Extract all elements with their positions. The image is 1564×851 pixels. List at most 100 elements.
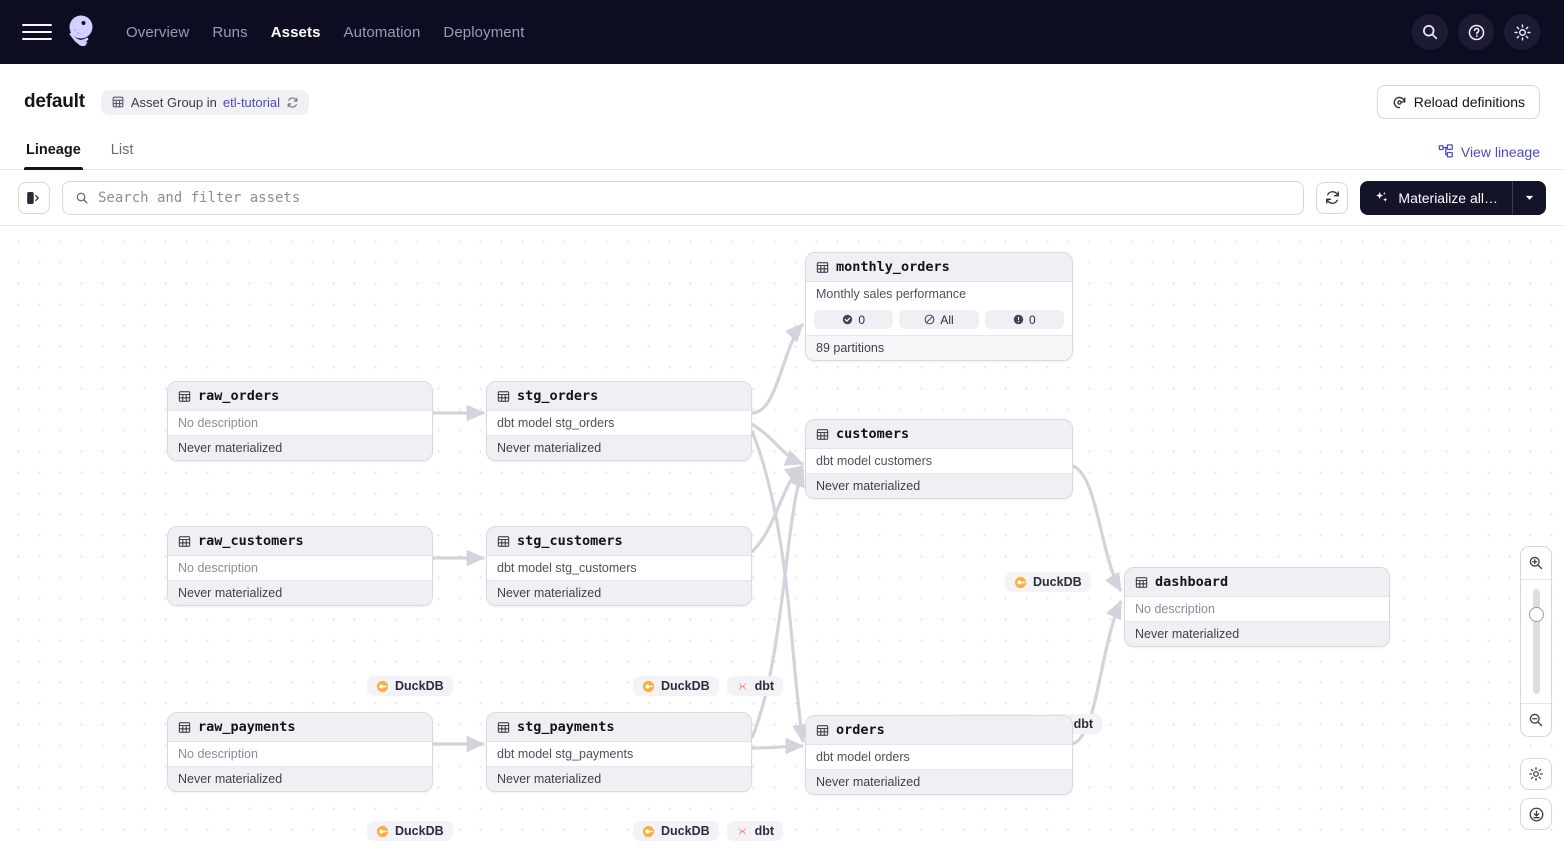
download-graph-button[interactable] — [1520, 798, 1552, 830]
nav-link-overview[interactable]: Overview — [126, 23, 190, 41]
dagster-logo[interactable] — [60, 11, 102, 53]
tab-list[interactable]: List — [110, 142, 134, 158]
materialize-all-label: Materialize all… — [1398, 189, 1498, 206]
asset-node-name: stg_orders — [517, 388, 599, 404]
table-icon — [497, 721, 510, 733]
button-divider — [1512, 180, 1513, 215]
search-icon[interactable] — [1412, 14, 1448, 50]
asset-node-description: dbt model customers — [806, 449, 1072, 473]
tag-duckdb[interactable]: DuckDB — [633, 821, 719, 841]
nav-link-automation[interactable]: Automation — [343, 23, 421, 41]
asset-node-name: orders — [836, 722, 885, 738]
asset-node-status: Never materialized — [806, 769, 1072, 794]
asset-group-chip-link[interactable]: etl-tutorial — [222, 94, 280, 110]
tag-label: dbt — [754, 679, 775, 693]
asset-node-customers[interactable]: customers dbt model customers Never mate… — [805, 419, 1073, 499]
tag-duckdb[interactable]: DuckDB — [367, 821, 453, 841]
partition-status-pills: 0 All 0 — [806, 306, 1072, 335]
panel-toggle-icon[interactable] — [18, 181, 50, 214]
search-icon — [76, 192, 88, 204]
asset-node-status: Never materialized — [487, 580, 751, 605]
asset-node-name: raw_payments — [198, 719, 296, 735]
asset-node-name: stg_customers — [517, 533, 623, 549]
asset-node-title: orders — [806, 716, 1072, 745]
tag-label: dbt — [754, 824, 775, 838]
table-icon — [497, 390, 510, 402]
nav-link-assets[interactable]: Assets — [270, 23, 321, 41]
dbt-icon — [737, 826, 747, 836]
asset-node-status: Never materialized — [1125, 621, 1389, 646]
tag-label: DuckDB — [1033, 575, 1082, 589]
search-input[interactable] — [98, 189, 1292, 206]
reload-definitions-icon — [1393, 96, 1406, 108]
tag-duckdb[interactable]: DuckDB — [633, 676, 719, 696]
asset-node-stg_customers[interactable]: stg_customers dbt model stg_customers Ne… — [486, 526, 752, 606]
table-icon — [1135, 576, 1148, 588]
table-icon — [816, 261, 829, 273]
asset-node-description: No description — [168, 742, 432, 766]
tag-label: DuckDB — [661, 679, 710, 693]
asset-node-title: stg_payments — [487, 713, 751, 742]
search-input-wrapper[interactable] — [62, 180, 1305, 215]
page-title: default — [24, 91, 85, 112]
asset-node-name: monthly_orders — [836, 259, 950, 275]
reload-icon[interactable] — [286, 96, 299, 109]
settings-gear-icon[interactable] — [1504, 14, 1540, 50]
zoom-slider-track — [1532, 589, 1540, 694]
nav-link-deployment[interactable]: Deployment — [443, 23, 525, 41]
chevron-down-icon — [1525, 195, 1534, 200]
duckdb-icon — [376, 825, 389, 837]
asset-tags-stg_customers: DuckDB dbt — [633, 821, 784, 841]
tag-duckdb[interactable]: DuckDB — [1005, 572, 1091, 592]
tag-dbt[interactable]: dbt — [726, 821, 784, 841]
tab-lineage[interactable]: Lineage — [24, 142, 83, 170]
tab-bar: Lineage List View lineage — [0, 126, 1564, 170]
asset-node-raw_customers[interactable]: raw_customers No description Never mater… — [167, 526, 433, 606]
zoom-controls — [1520, 546, 1552, 737]
nav-actions — [1412, 14, 1548, 50]
asset-node-dashboard[interactable]: dashboard No description Never materiali… — [1124, 567, 1390, 647]
help-icon[interactable] — [1458, 14, 1494, 50]
asset-node-stg_payments[interactable]: stg_payments dbt model stg_payments Neve… — [486, 712, 752, 792]
reload-definitions-button[interactable]: Reload definitions — [1376, 85, 1540, 119]
zoom-in-icon[interactable] — [1521, 547, 1551, 579]
materialize-all-button[interactable]: Materialize all… — [1360, 180, 1546, 215]
asset-node-monthly_orders[interactable]: monthly_orders Monthly sales performance… — [805, 252, 1073, 361]
lineage-graph-canvas[interactable]: monthly_orders Monthly sales performance… — [0, 226, 1564, 849]
graph-settings-button[interactable] — [1520, 758, 1552, 790]
slash-circle-icon — [924, 314, 935, 325]
asset-node-description: dbt model stg_customers — [487, 556, 751, 580]
partition-pill-missing[interactable]: All — [899, 310, 979, 329]
asset-node-description: dbt model stg_payments — [487, 742, 751, 766]
hamburger-menu-icon[interactable] — [22, 17, 52, 47]
asset-tags-monthly_orders: DuckDB — [1005, 572, 1091, 592]
zoom-slider[interactable] — [1521, 579, 1551, 704]
asset-node-raw_payments[interactable]: raw_payments No description Never materi… — [167, 712, 433, 792]
nav-link-runs[interactable]: Runs — [212, 23, 248, 41]
table-icon — [178, 721, 191, 733]
partition-pill-failed[interactable]: 0 — [984, 310, 1064, 329]
page-header: default Asset Group in etl-tutorial Relo… — [0, 78, 1564, 126]
asset-node-status: Never materialized — [806, 473, 1072, 498]
partition-pill-success[interactable]: 0 — [814, 310, 894, 329]
asset-node-name: stg_payments — [517, 719, 615, 735]
refresh-icon[interactable] — [1316, 181, 1349, 214]
exclamation-circle-icon — [1013, 314, 1024, 325]
duckdb-icon — [642, 680, 655, 692]
asset-group-chip[interactable]: Asset Group in etl-tutorial — [100, 89, 309, 115]
asset-node-raw_orders[interactable]: raw_orders No description Never material… — [167, 381, 433, 461]
asset-node-title: raw_orders — [168, 382, 432, 411]
zoom-slider-thumb[interactable] — [1528, 607, 1544, 622]
materialize-dropdown-caret[interactable] — [1513, 192, 1546, 203]
tag-dbt[interactable]: dbt — [726, 676, 784, 696]
zoom-out-icon[interactable] — [1521, 704, 1551, 736]
asset-node-orders[interactable]: orders dbt model orders Never materializ… — [805, 715, 1073, 795]
asset-node-title: raw_customers — [168, 527, 432, 556]
asset-node-title: raw_payments — [168, 713, 432, 742]
tag-duckdb[interactable]: DuckDB — [367, 676, 453, 696]
tag-label: DuckDB — [661, 824, 710, 838]
asset-node-stg_orders[interactable]: stg_orders dbt model stg_orders Never ma… — [486, 381, 752, 461]
asset-node-partitions: 89 partitions — [806, 335, 1072, 360]
asset-node-status: Never materialized — [487, 766, 751, 791]
view-lineage-button[interactable]: View lineage — [1438, 144, 1540, 160]
